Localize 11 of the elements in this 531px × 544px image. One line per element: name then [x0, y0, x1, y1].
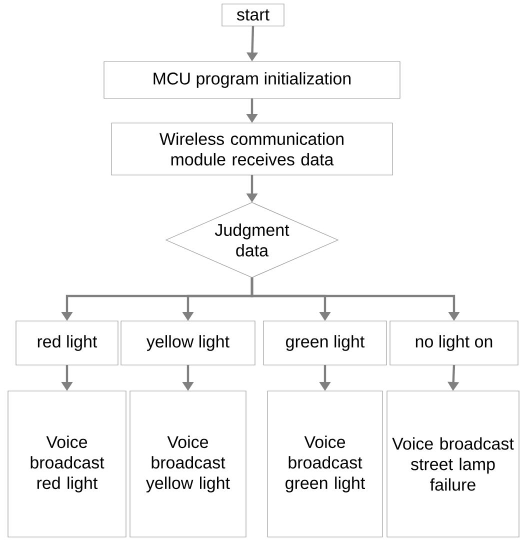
process-box: yellow light	[120, 320, 256, 366]
process-box: Voice broadcast yellow light	[130, 390, 246, 538]
process-box: start	[222, 4, 284, 26]
process-box: red light	[16, 320, 118, 366]
process-box: MCU program initialization	[104, 61, 400, 99]
process-box: Voice broadcast red light	[8, 390, 126, 538]
process-box: Voice broadcast street lamp failure	[386, 390, 520, 538]
process-box: no light on	[390, 320, 518, 366]
process-box: Voice broadcast green light	[267, 390, 383, 538]
process-box: green light	[263, 320, 387, 366]
process-box: Wireless communication module receives data	[111, 122, 393, 176]
